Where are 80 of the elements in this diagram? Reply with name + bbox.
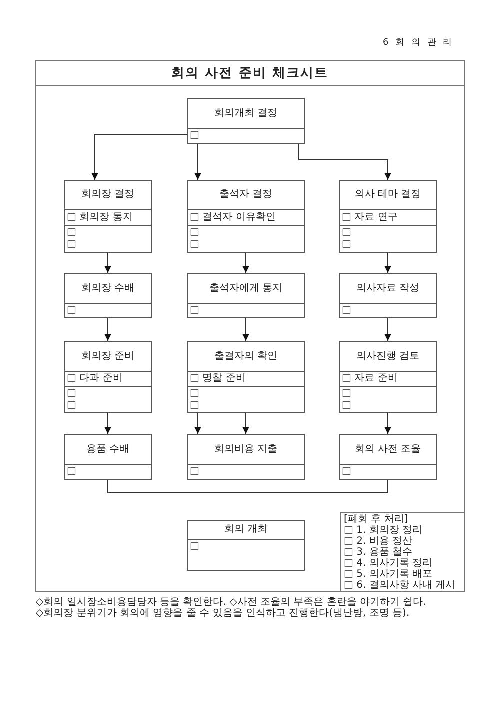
checklist-item: □ 1. 회의장 정리 — [344, 525, 424, 536]
step-box — [64, 180, 152, 253]
box-heading: 출석자 결정 — [219, 189, 273, 201]
checkbox-item: □ — [190, 388, 200, 400]
arrow — [194, 142, 202, 180]
checkbox-item: □ — [342, 466, 352, 478]
footnote: ◇회의 일시장소비용담당자 등을 확인한다. ◇사전 조율의 부족은 혼란을 야기하기 쉽다. — [36, 596, 426, 608]
box-heading: 회의 사전 조율 — [354, 444, 422, 456]
box-heading: 의사 테마 결정 — [354, 189, 422, 201]
box-heading: 회의 개최 — [224, 524, 268, 536]
step-box — [339, 273, 437, 318]
arrow — [384, 316, 392, 342]
checkbox-item: □ — [67, 388, 78, 400]
checkbox-item: □ — [342, 239, 352, 251]
step-box — [187, 520, 305, 571]
box-heading: 회의장 준비 — [81, 350, 135, 362]
arrow — [242, 410, 250, 434]
box-heading: 의사자료 작성 — [356, 282, 420, 294]
checkbox-item: □ — [342, 400, 352, 412]
arrow — [104, 316, 112, 342]
checkbox-item: □ — [190, 130, 200, 142]
checkbox-item: □ — [190, 304, 200, 316]
checkbox-item: □ — [190, 400, 200, 412]
box-heading: 용품 수배 — [86, 444, 130, 456]
checkbox-item: □ — [67, 304, 78, 316]
checkbox-item: □ — [67, 227, 78, 239]
arrow — [384, 250, 392, 274]
checklist-item: □ 4. 의사기록 정리 — [344, 558, 434, 569]
checkbox-item: □ 자료 연구 — [342, 212, 399, 224]
checkbox-item: □ — [342, 227, 352, 239]
checkbox-item: □ — [342, 388, 352, 400]
page-header: 6 회 의 관 리 — [383, 37, 454, 49]
connector-line — [108, 478, 388, 494]
box-heading: 회의개최 결정 — [214, 108, 278, 120]
arrow — [104, 250, 112, 274]
step-box — [187, 273, 305, 318]
arrow — [298, 142, 392, 180]
checklist-item: □ 5. 의사기록 배포 — [344, 569, 434, 580]
arrow — [242, 316, 250, 342]
arrow — [92, 134, 188, 180]
checkbox-item: □ 회의장 통지 — [67, 212, 134, 224]
box-heading: 출결자의 확인 — [214, 350, 278, 362]
checkbox-item: □ 자료 준비 — [342, 373, 399, 385]
step-box — [64, 341, 152, 413]
checkbox-item: □ 다과 준비 — [67, 373, 124, 385]
box-heading: 출석자에게 통지 — [209, 282, 283, 294]
checkbox-item: □ — [67, 466, 78, 478]
arrow — [242, 250, 250, 274]
checkbox-item: □ 명찰 준비 — [190, 373, 247, 385]
arrow — [194, 410, 202, 434]
step-box — [339, 341, 437, 413]
checkbox-item: □ — [190, 541, 200, 553]
checklist-item: □ 3. 용품 철수 — [344, 547, 414, 558]
checklist-panel — [340, 512, 465, 592]
box-heading: 회의장 수배 — [81, 282, 135, 294]
checkbox-item: □ 결석자 이유확인 — [190, 212, 277, 224]
step-box — [64, 434, 152, 480]
box-heading: 회의장 결정 — [81, 189, 135, 201]
checkbox-item: □ — [67, 400, 78, 412]
arrow — [384, 410, 392, 434]
checkbox-item: □ — [342, 304, 352, 316]
box-heading: 의사진행 검토 — [356, 350, 420, 362]
checkbox-item: □ — [190, 239, 200, 251]
arrow — [104, 410, 112, 434]
step-box — [187, 341, 305, 413]
checkbox-item: □ — [190, 227, 200, 239]
panel-heading: [폐회 후 처리] — [344, 514, 410, 525]
step-box — [187, 434, 305, 480]
checklist-title: 회의 사전 준비 체크시트 — [172, 65, 328, 82]
checkbox-item: □ — [67, 239, 78, 251]
footnote: ◇회의장 분위기가 회의에 영향을 줄 수 있음을 인식하고 진행한다(냉난방, 조명 등). — [36, 607, 410, 620]
step-box — [187, 180, 305, 253]
step-box — [339, 180, 437, 253]
step-box — [339, 434, 437, 480]
checklist-item: □ 2. 비용 정산 — [344, 536, 414, 547]
step-box — [187, 98, 305, 144]
checkbox-item: □ — [190, 466, 200, 478]
step-box — [64, 273, 152, 318]
box-heading: 회의비용 지출 — [214, 444, 278, 456]
checklist-item: □ 6. 결의사항 사내 게시 — [344, 580, 457, 591]
